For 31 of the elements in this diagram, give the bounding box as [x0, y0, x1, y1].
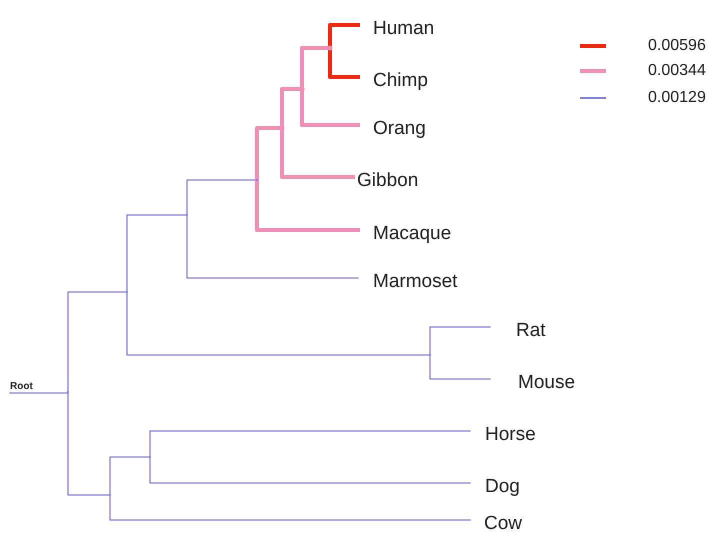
tree-branch — [255, 178, 360, 232]
tree-branch — [149, 430, 471, 458]
tree-branch — [429, 326, 491, 356]
legend-label: 0.00596 — [648, 37, 706, 55]
tree-branch — [186, 214, 359, 279]
tree-branch — [109, 456, 150, 496]
tree-branch — [126, 291, 430, 356]
tree-branch — [186, 179, 257, 216]
taxon-label: Chimp — [373, 70, 428, 92]
taxon-label: Marmoset — [373, 271, 458, 293]
tree-branch — [9, 392, 69, 394]
branch-point — [256, 178, 258, 182]
taxon-label: Rat — [516, 320, 546, 342]
taxon-label: Orang — [373, 118, 426, 140]
taxon-label: Cow — [484, 513, 522, 535]
taxon-label: Mouse — [518, 372, 576, 394]
root-label: Root — [10, 381, 33, 393]
tree-branch — [149, 456, 471, 484]
taxon-label: Dog — [485, 476, 520, 498]
taxon-label: Macaque — [373, 223, 452, 245]
legend-label: 0.00344 — [648, 62, 706, 80]
taxon-label: Human — [373, 18, 434, 40]
legend-label: 0.00129 — [648, 89, 706, 107]
tree-branch — [126, 214, 187, 293]
tree-branch — [67, 291, 127, 393]
tree-branch — [67, 391, 110, 496]
taxon-label: Gibbon — [357, 170, 418, 192]
tree-branch — [429, 354, 491, 380]
tree-branch — [109, 494, 471, 521]
branch-point — [328, 46, 332, 50]
taxon-label: Horse — [485, 424, 536, 446]
